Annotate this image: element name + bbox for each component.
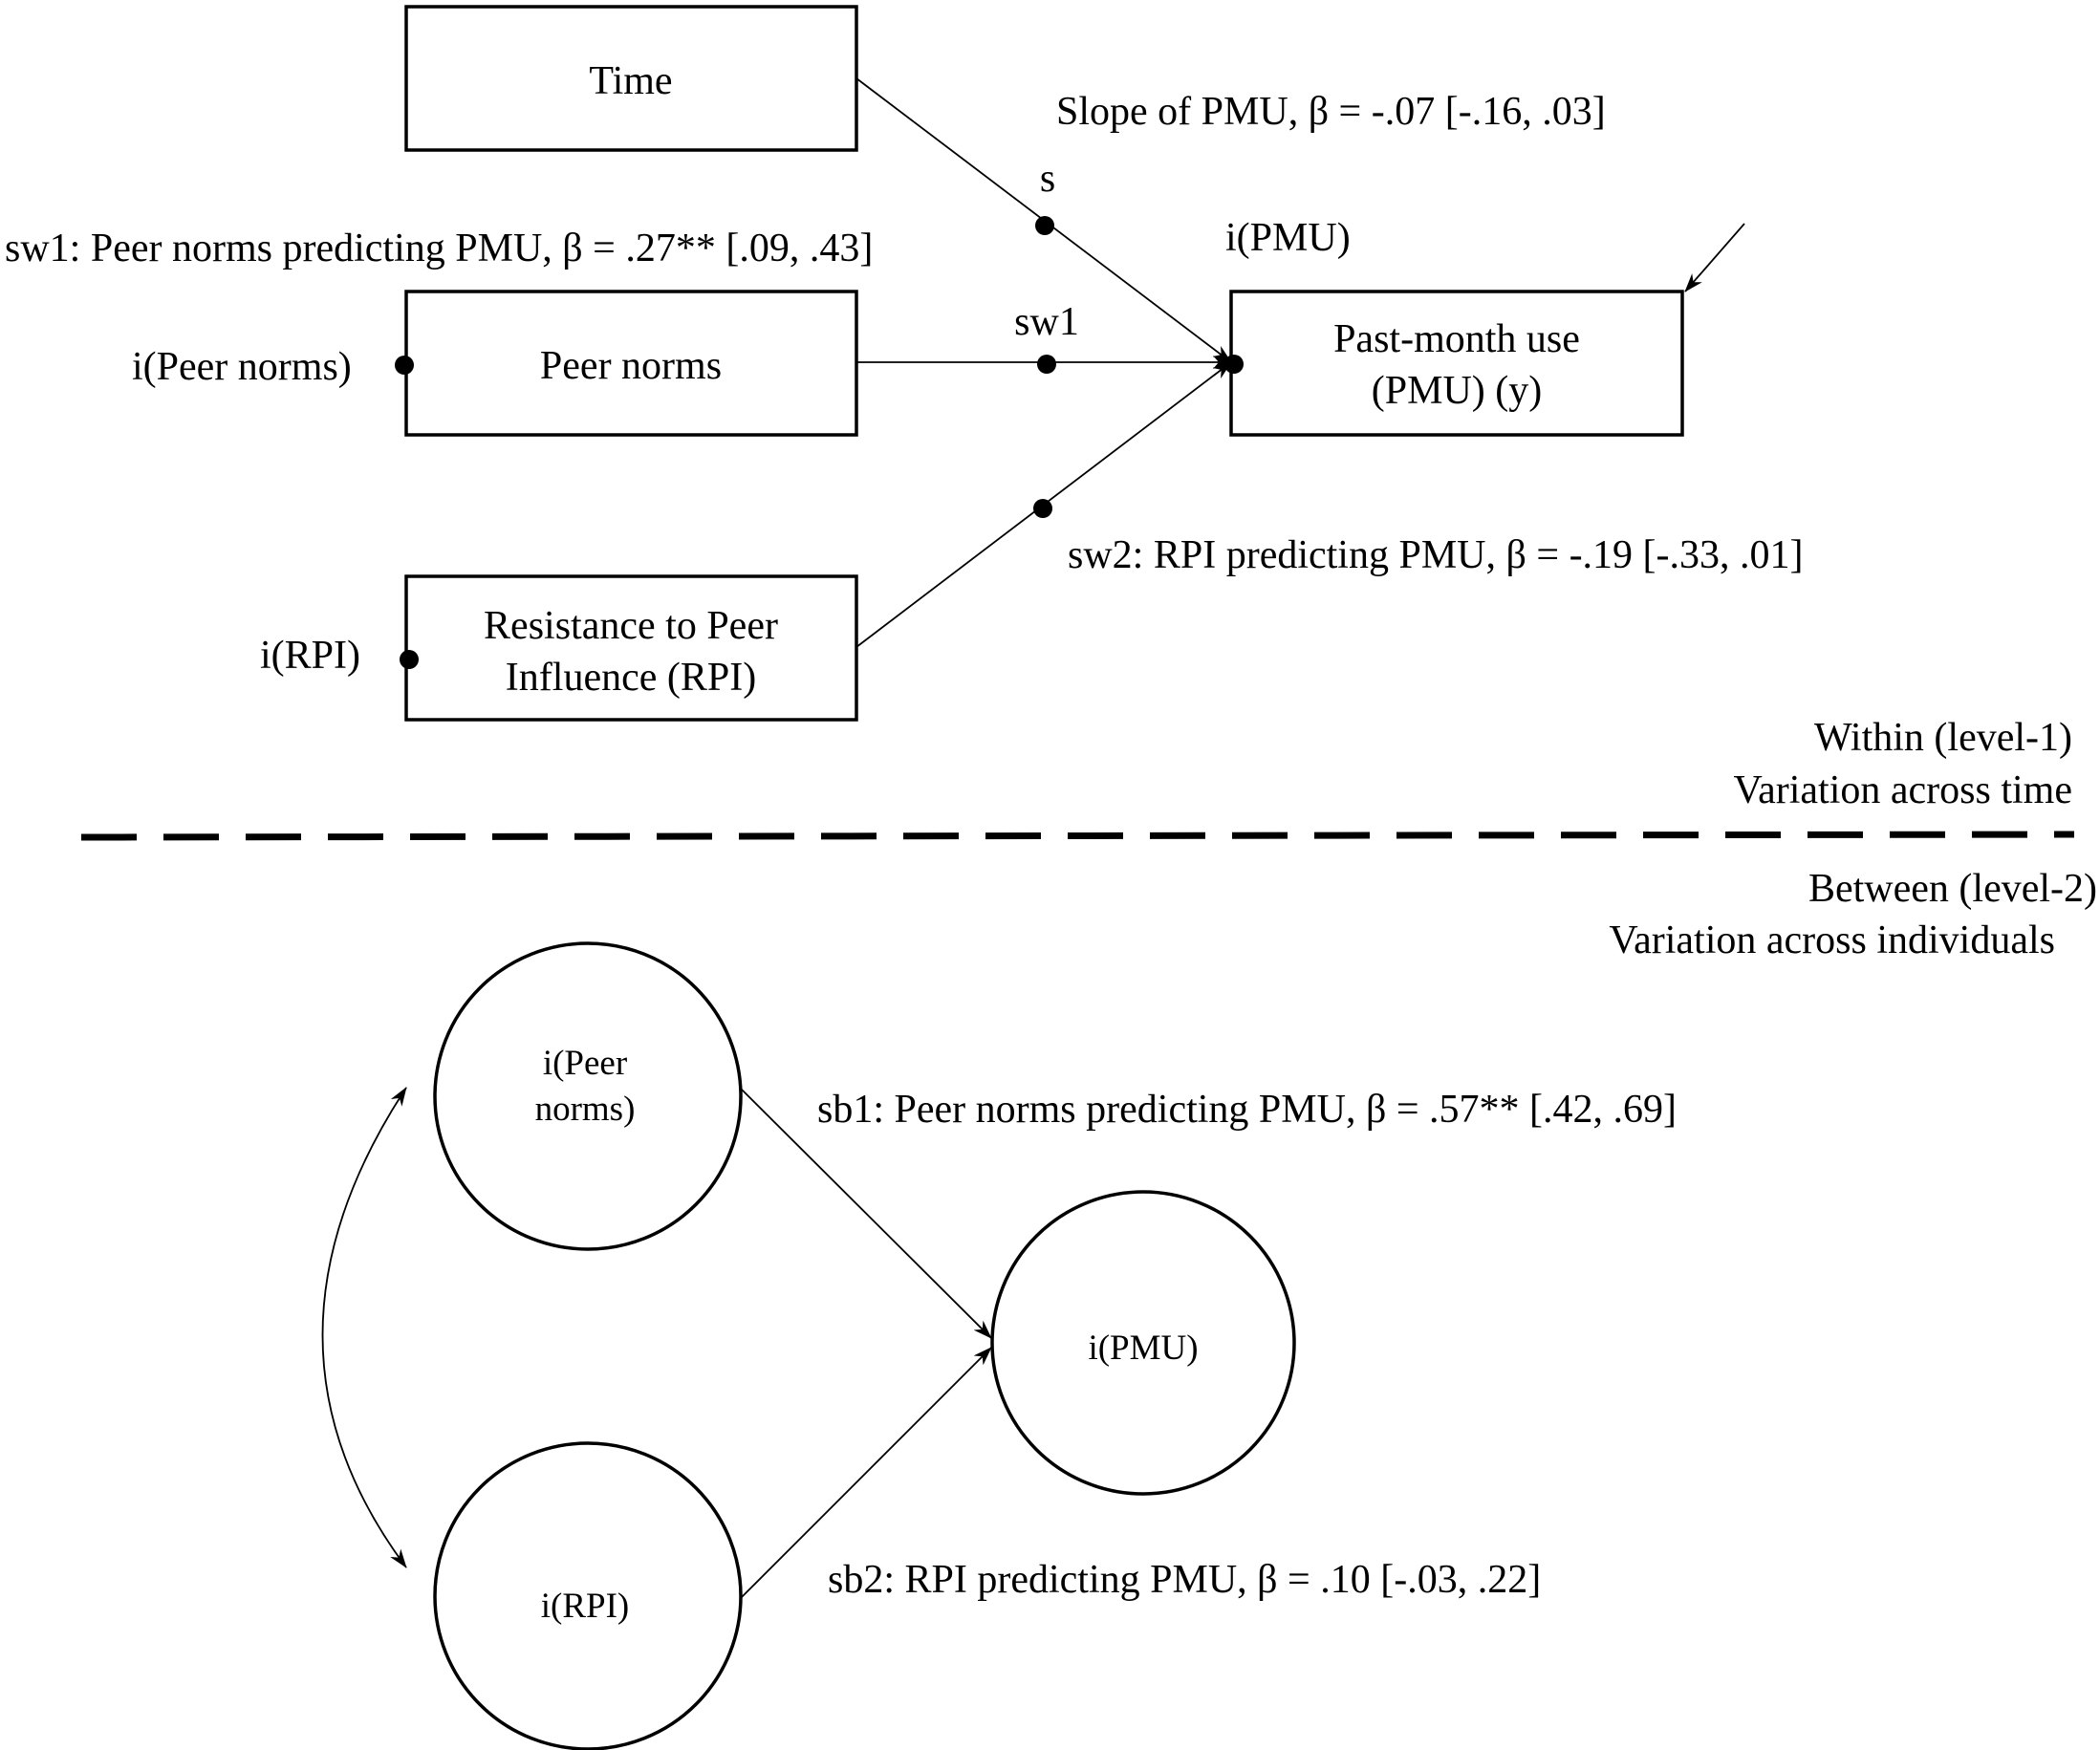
intercept-dot-peer-norms <box>395 356 414 375</box>
pmu-label-line1: Past-month use <box>1333 317 1580 361</box>
time-box <box>404 5 858 152</box>
sw2-annotation: sw2: RPI predicting PMU, β = -.19 [-.33,… <box>1068 533 1804 577</box>
between-peer-label-line1: i(Peer <box>543 1044 627 1083</box>
intercept-label-peer-norms: i(Peer norms) <box>132 345 352 389</box>
pmu-label-line2: (PMU) (y) <box>1372 369 1542 413</box>
residual-arrow <box>1684 223 1745 292</box>
between-variation-label: Variation across individuals <box>1609 918 2055 962</box>
rpi-box <box>404 574 858 722</box>
sb2-annotation: sb2: RPI predicting PMU, β = .10 [-.03, … <box>828 1558 1541 1602</box>
rpi-label-line1: Resistance to Peer <box>484 604 778 648</box>
peer-norms-label: Peer norms <box>540 344 722 388</box>
level-divider <box>80 831 2075 841</box>
sw1-annotation: sw1: Peer norms predicting PMU, β = .27*… <box>5 227 873 270</box>
between-peer-norms-circle <box>433 941 743 1251</box>
intercept-label-rpi: i(RPI) <box>260 634 360 678</box>
path-label-s: s <box>1040 157 1055 201</box>
within-variation-label: Variation across time <box>1733 768 2072 812</box>
random-slope-dot-sw1 <box>1037 355 1056 374</box>
between-peer-label-line2: norms) <box>535 1090 636 1129</box>
between-level-label: Between (level-2) <box>1808 867 2097 911</box>
path-between-rpi-to-pmu <box>738 1347 992 1601</box>
covariance-arrow <box>321 1087 407 1568</box>
path-label-sw1: sw1 <box>1014 300 1079 344</box>
intercept-dot-rpi <box>400 650 419 669</box>
sb1-annotation: sb1: Peer norms predicting PMU, β = .57*… <box>817 1088 1677 1132</box>
path-between-peer-to-pmu <box>738 1086 992 1339</box>
intercept-dot-pmu <box>1224 355 1244 374</box>
between-pmu-circle <box>990 1190 1296 1496</box>
random-slope-dot-sw2 <box>1033 499 1052 518</box>
pmu-box <box>1229 290 1684 437</box>
rpi-label-line2: Influence (RPI) <box>506 656 756 700</box>
random-slope-dot-s <box>1035 216 1054 235</box>
slope-annotation: Slope of PMU, β = -.07 [-.16, .03] <box>1056 90 1606 134</box>
intercept-label-pmu: i(PMU) <box>1225 216 1351 260</box>
between-rpi-label: i(RPI) <box>541 1587 630 1626</box>
between-rpi-circle <box>433 1441 743 1750</box>
peer-norms-box <box>404 290 858 437</box>
within-level-label: Within (level-1) <box>1814 716 2072 760</box>
between-pmu-label: i(PMU) <box>1088 1329 1198 1368</box>
time-label: Time <box>589 59 672 103</box>
